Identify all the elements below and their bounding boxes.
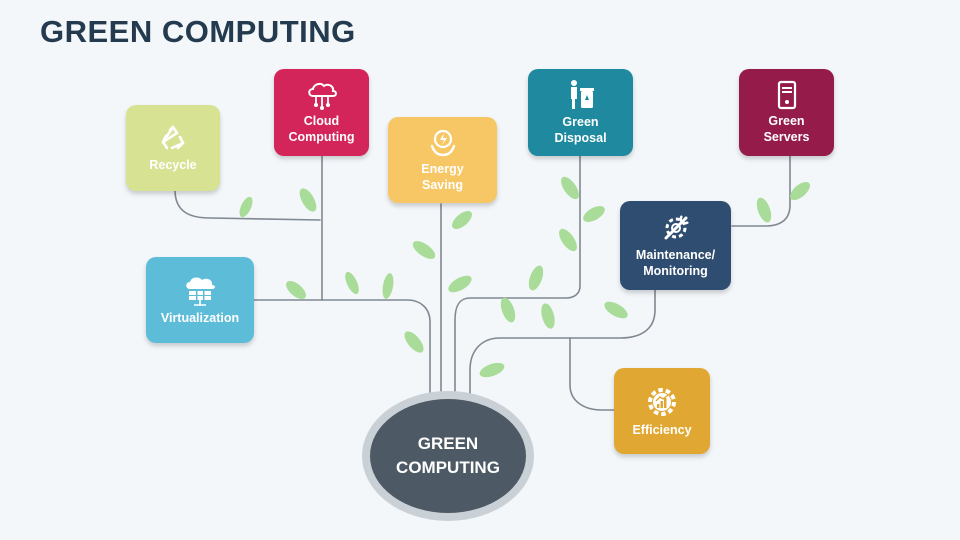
leaf (286, 281, 306, 299)
leaf (452, 211, 472, 229)
leaf (561, 176, 579, 200)
leaves (239, 176, 810, 378)
center-label: GREEN COMPUTING (370, 399, 526, 513)
node-virtualization: Virtualization (146, 257, 254, 343)
leaf (500, 297, 516, 323)
leaf (412, 241, 436, 259)
node-label: Efficiency (632, 422, 692, 437)
node-recycle: Recycle (126, 105, 220, 191)
branch-disposal (454, 155, 581, 396)
node-green-servers: Green Servers (739, 69, 834, 156)
node-efficiency: Efficiency (614, 368, 710, 454)
leaf (382, 273, 394, 299)
branch-efficiency (569, 337, 615, 411)
leaf (345, 271, 359, 295)
leaf (559, 228, 577, 252)
energy-hand-icon (430, 129, 455, 156)
node-cloud-computing: Cloud Computing (274, 69, 369, 156)
branch-maintenance (469, 289, 656, 396)
leaf (239, 196, 253, 218)
leaf (756, 197, 772, 223)
leaf (528, 265, 544, 291)
leaf (604, 301, 628, 319)
node-label: Green Disposal (554, 115, 607, 145)
node-label: Virtualization (160, 310, 240, 325)
node-label: Recycle (149, 157, 197, 172)
server-icon (777, 80, 796, 110)
branch-recycle (174, 189, 321, 221)
branch-virtualization (253, 299, 431, 396)
wrench-gear-icon (664, 215, 689, 240)
leaf (583, 206, 605, 222)
trash-disposal-icon (570, 80, 594, 109)
branch-servers (731, 155, 791, 227)
node-maintenance-monitoring: Maintenance/ Monitoring (620, 201, 731, 290)
leaf (299, 188, 317, 212)
cloud-network-icon (307, 82, 337, 110)
center-node: GREEN COMPUTING (362, 391, 534, 521)
node-green-disposal: Green Disposal (528, 69, 633, 156)
cloud-server-icon (186, 277, 215, 306)
node-label: Green Servers (763, 114, 810, 144)
page-title: GREEN COMPUTING (40, 14, 356, 49)
leaf (404, 331, 424, 353)
leaf (790, 182, 810, 200)
leaf (479, 362, 505, 378)
recycle-icon (161, 125, 185, 149)
node-label: Energy Saving (421, 161, 464, 192)
leaf (448, 275, 472, 293)
node-label: Maintenance/ Monitoring (635, 248, 716, 278)
node-energy-saving: Energy Saving (388, 117, 497, 203)
gear-chart-icon (648, 387, 676, 416)
leaf (541, 303, 555, 329)
node-label: Cloud Computing (288, 114, 355, 144)
